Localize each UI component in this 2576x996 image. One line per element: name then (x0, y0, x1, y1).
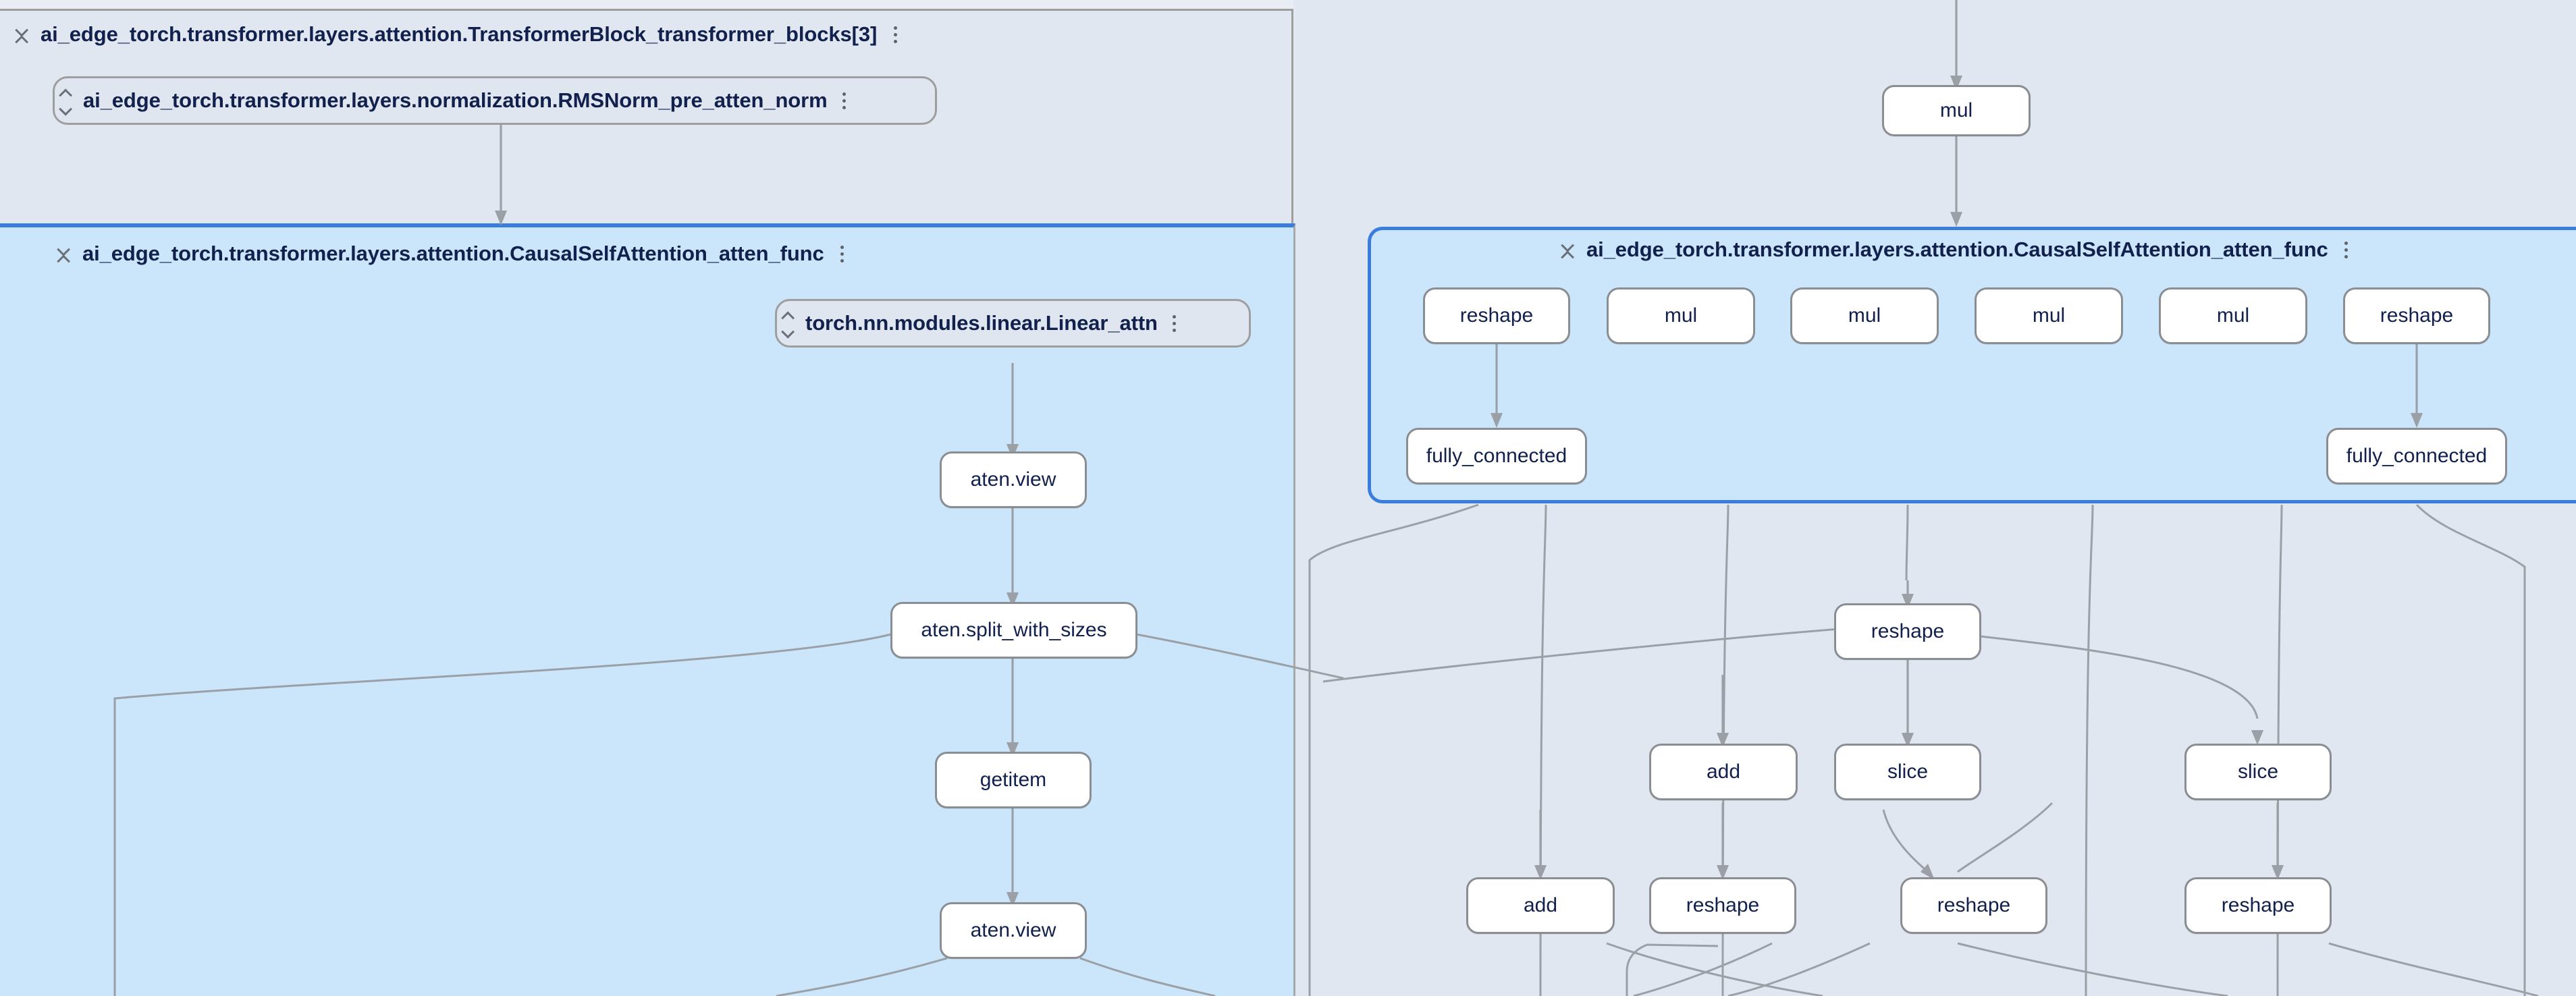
node-reshape-a[interactable]: reshape (1423, 287, 1570, 344)
node-add-2[interactable]: add (1466, 877, 1615, 934)
kebab-menu-icon[interactable] (2338, 238, 2355, 261)
node-label: add (1524, 894, 1557, 917)
transformer-block-group-header[interactable]: ai_edge_torch.transformer.layers.attenti… (11, 16, 904, 53)
pill-linear-attn[interactable]: torch.nn.modules.linear.Linear_attn (775, 299, 1251, 348)
causal-self-attention-left-group-label: ai_edge_torch.transformer.layers.attenti… (82, 242, 824, 266)
node-label: mul (1848, 304, 1881, 327)
node-label: mul (1665, 304, 1697, 327)
collapse-chevrons-icon[interactable] (11, 22, 31, 47)
node-getitem[interactable]: getitem (935, 752, 1092, 808)
node-label: aten.view (971, 919, 1056, 942)
node-reshape-d[interactable]: reshape (1649, 877, 1796, 934)
node-reshape-f[interactable]: reshape (2184, 877, 2332, 934)
node-aten-view-2[interactable]: aten.view (940, 902, 1087, 959)
node-label: reshape (1871, 620, 1944, 643)
node-aten-view-1[interactable]: aten.view (940, 451, 1087, 508)
node-slice-2[interactable]: slice (2184, 744, 2332, 800)
transformer-block-group-label: ai_edge_torch.transformer.layers.attenti… (41, 22, 877, 47)
node-label: getitem (980, 769, 1046, 792)
node-mul-c[interactable]: mul (1975, 287, 2123, 344)
node-mul-b[interactable]: mul (1790, 287, 1939, 344)
node-aten-split-with-sizes[interactable]: aten.split_with_sizes (890, 602, 1137, 659)
node-add-1[interactable]: add (1649, 744, 1798, 800)
node-label: slice (2238, 760, 2278, 783)
node-label: aten.view (971, 468, 1056, 491)
expand-chevrons-icon[interactable] (777, 310, 797, 336)
node-mul-a[interactable]: mul (1607, 287, 1755, 344)
pill-linear-attn-label: torch.nn.modules.linear.Linear_attn (805, 311, 1158, 335)
node-reshape-c[interactable]: reshape (1834, 603, 1981, 660)
causal-self-attention-right-group-label: ai_edge_torch.transformer.layers.attenti… (1586, 238, 2328, 262)
node-label: mul (2217, 304, 2249, 327)
node-label: reshape (1937, 894, 2010, 917)
kebab-menu-icon[interactable] (886, 23, 904, 46)
node-label: reshape (1460, 304, 1533, 327)
node-reshape-b[interactable]: reshape (2343, 287, 2490, 344)
kebab-menu-icon[interactable] (836, 89, 853, 112)
node-label: reshape (2222, 894, 2295, 917)
canvas-top-strip (0, 0, 1293, 9)
kebab-menu-icon[interactable] (1166, 312, 1183, 335)
node-label: mul (1940, 99, 1973, 122)
pill-rmsnorm-pre-atten-norm[interactable]: ai_edge_torch.transformer.layers.normali… (53, 76, 937, 125)
node-label: mul (2033, 304, 2065, 327)
node-fully-connected-right[interactable]: fully_connected (2326, 428, 2507, 485)
node-mul-d[interactable]: mul (2159, 287, 2307, 344)
kebab-menu-icon[interactable] (834, 242, 851, 265)
node-label: aten.split_with_sizes (921, 619, 1106, 642)
node-label: reshape (2380, 304, 2453, 327)
collapse-chevrons-icon[interactable] (1557, 237, 1577, 262)
node-label: slice (1887, 760, 1928, 783)
expand-chevrons-icon[interactable] (55, 88, 75, 113)
node-slice-1[interactable]: slice (1834, 744, 1981, 800)
node-label: fully_connected (1426, 445, 1567, 468)
pill-rmsnorm-label: ai_edge_torch.transformer.layers.normali… (83, 88, 828, 113)
node-label: fully_connected (2346, 445, 2487, 468)
causal-self-attention-right-group-header[interactable]: ai_edge_torch.transformer.layers.attenti… (1557, 231, 2355, 269)
node-label: add (1707, 760, 1740, 783)
node-reshape-e[interactable]: reshape (1900, 877, 2047, 934)
collapse-chevrons-icon[interactable] (53, 241, 73, 267)
node-fully-connected-left[interactable]: fully_connected (1406, 428, 1587, 485)
causal-self-attention-left-group-header[interactable]: ai_edge_torch.transformer.layers.attenti… (53, 235, 851, 273)
node-label: reshape (1686, 894, 1759, 917)
node-mul-top[interactable]: mul (1882, 85, 2031, 136)
